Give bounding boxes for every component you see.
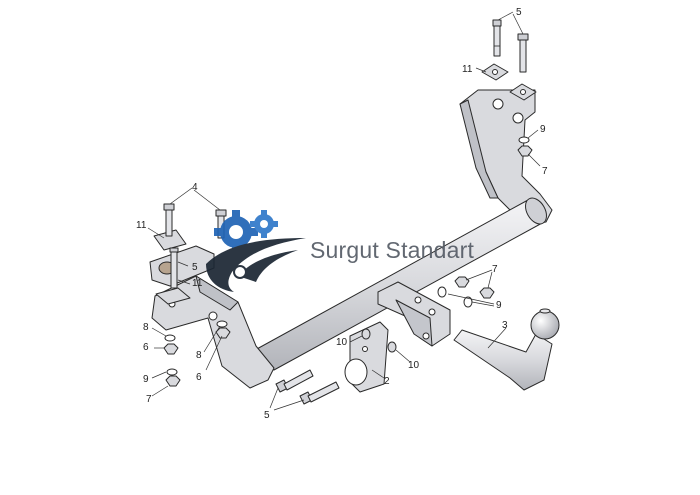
label-6-left: 6 [143,342,149,353]
label-11-left: 11 [136,220,147,231]
label-7-right: 7 [492,264,498,275]
label-7-left: 7 [146,394,152,405]
nut-7-left [165,375,181,387]
bolt-top-b [517,33,529,73]
washer-10-b [387,341,397,353]
label-11-top: 11 [462,64,473,75]
washer-8-mid [216,320,228,328]
bolt-left-a [163,203,175,237]
brand-name: Surgut Standart [310,237,475,263]
part-labels: 5 11 9 7 4 11 5 11 8 6 8 6 9 7 7 9 3 10 … [136,7,548,421]
label-5-top: 5 [516,7,522,18]
bolt-mid [169,247,179,289]
ring-9-left [166,368,178,376]
ring-top [518,136,530,144]
washer-10-a [361,328,371,340]
tow-ball [530,310,560,340]
left-lower-plate [155,287,191,305]
brand-logo: Surgut Standart [206,210,475,292]
label-9-left: 9 [143,374,149,385]
label-2: 2 [384,376,390,387]
label-10-b: 10 [408,360,420,371]
label-8-left: 8 [143,322,149,333]
swoosh-icon [206,238,306,292]
label-8-mid: 8 [196,350,202,361]
label-4: 4 [192,182,198,193]
label-10-a: 10 [336,337,348,348]
gear-icon-small [250,210,278,238]
label-11-mid: 11 [192,278,203,289]
washer-8-left [164,334,176,342]
nut-top [517,145,533,157]
bolt-top-a [492,19,502,57]
tow-ball-neck [453,329,553,391]
label-7-top: 7 [542,166,548,177]
ring-9-right-a [437,286,447,298]
label-3: 3 [502,320,508,331]
nut-7-right-b [479,287,495,299]
label-5-bottom: 5 [264,410,270,421]
label-6-mid: 6 [196,372,202,383]
bolt-bottom-b [299,381,340,405]
nut-7-right-a [454,276,470,288]
label-5-mid: 5 [192,262,198,273]
bolt-bottom-a [275,369,314,393]
nut-6-mid [215,327,231,339]
leader-lines [147,11,541,411]
label-9-top: 9 [540,124,546,135]
label-9-right: 9 [496,300,502,311]
nut-6-left [163,343,179,355]
